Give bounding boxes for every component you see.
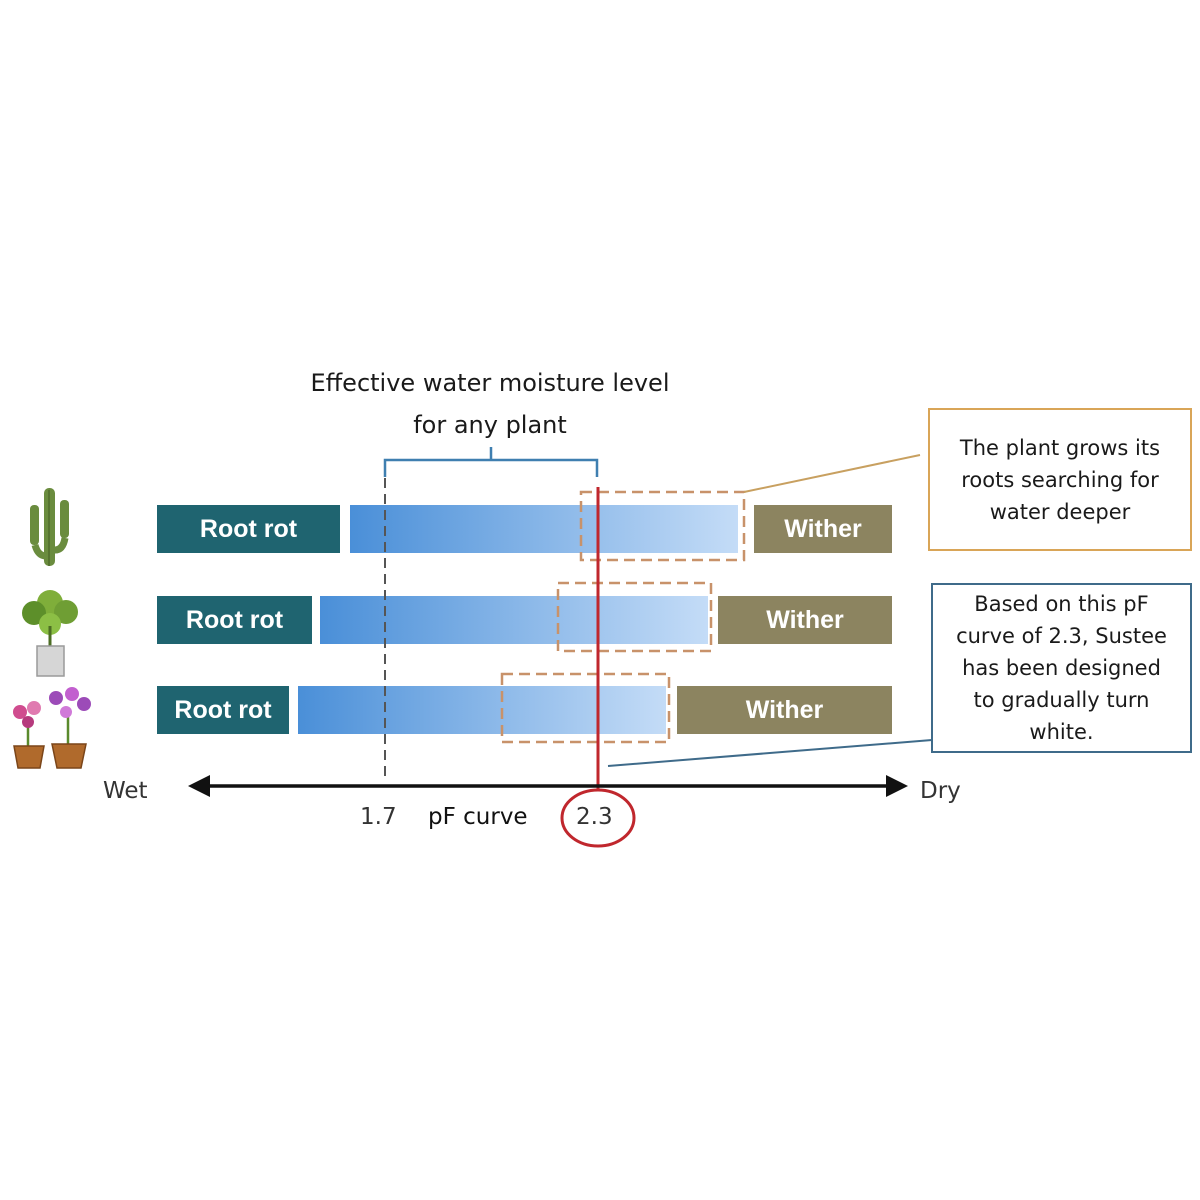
heading-line-1: Effective water moisture level (310, 369, 670, 397)
row2-root-rot-label: Root rot (185, 605, 284, 634)
roots-callout-connector (743, 454, 921, 493)
potted-foliage-plant-icon (22, 590, 78, 677)
row2-dashed-zone (556, 581, 713, 653)
sustee-callout: Based on this pF curve of 2.3, Sustee ha… (931, 583, 1192, 753)
sustee-callout-line-1: Based on this pF (974, 592, 1149, 616)
row3-wither-bar (677, 686, 892, 734)
row1-root-rot-label: Root rot (199, 514, 298, 543)
sustee-callout-line-5: white. (1029, 720, 1094, 744)
row1-dashed-zone (579, 490, 746, 562)
potted-flowers-icon (13, 687, 91, 769)
axis-name-label: pF curve (428, 804, 528, 830)
row2-root-rot-bar (157, 596, 312, 644)
row1-wither-label: Wither (784, 514, 862, 543)
row3-root-rot-label: Root rot (174, 695, 272, 724)
marker-2-3-circle (560, 788, 636, 848)
sustee-callout-connector (607, 739, 933, 767)
axis-arrow-right-icon (886, 775, 908, 797)
sustee-callout-line-4: to gradually turn (973, 688, 1150, 712)
row2-wither-label: Wither (766, 605, 844, 634)
axis-marker-2-3-label: 2.3 (576, 804, 613, 830)
roots-callout-text: The plant grows its roots searching for … (959, 435, 1161, 524)
axis-dry-label: Dry (920, 778, 961, 804)
row3-optimal-bar (298, 686, 666, 734)
effective-range-bracket (383, 447, 599, 477)
row3-wither-label: Wither (745, 695, 824, 724)
roots-callout: The plant grows its roots searching for … (928, 408, 1192, 551)
sustee-callout-line-2: curve of 2.3, Sustee (956, 624, 1167, 648)
row3-dashed-zone (500, 672, 671, 744)
heading-line-2: for any plant (413, 411, 567, 439)
row2-wither-bar (718, 596, 892, 644)
axis-marker-1-7-label: 1.7 (360, 804, 397, 830)
sustee-callout-line-3: has been designed (962, 656, 1161, 680)
row1-wither-bar (754, 505, 892, 553)
row1-root-rot-bar (157, 505, 340, 553)
axis-arrow-left-icon (188, 775, 210, 797)
row3-root-rot-bar (157, 686, 289, 734)
row2-optimal-bar (320, 596, 708, 644)
axis-wet-label: Wet (103, 778, 148, 804)
row1-optimal-bar (350, 505, 738, 553)
cactus-icon (30, 488, 69, 566)
